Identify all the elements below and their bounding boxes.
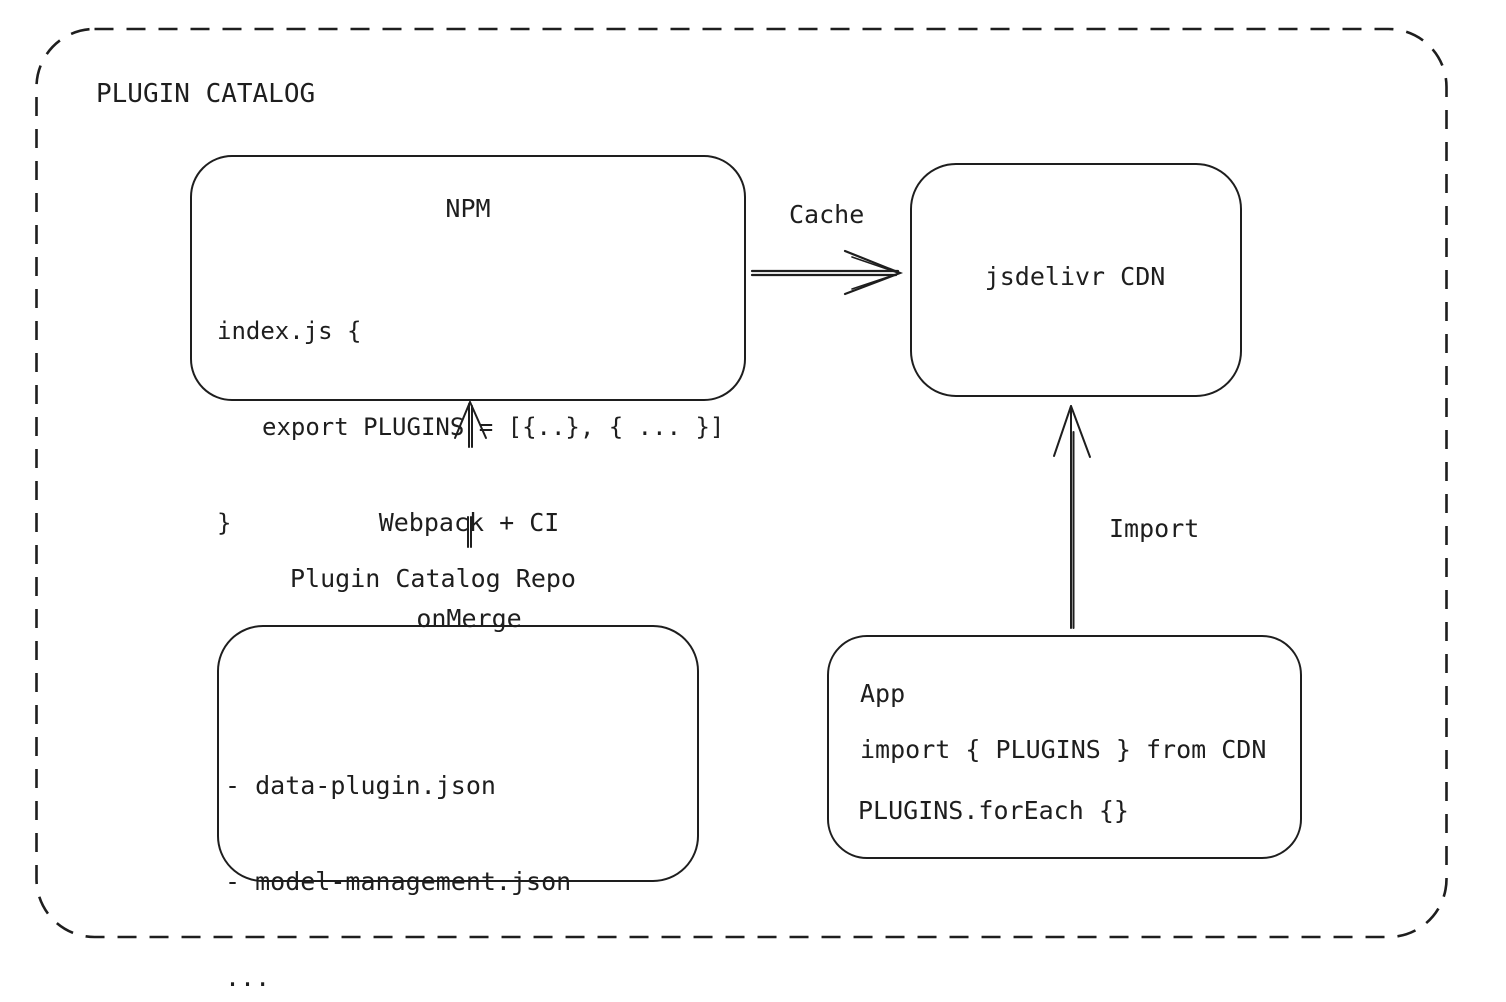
cdn-box: [910, 163, 1242, 397]
app-code-line: import { PLUGINS } from CDN: [860, 735, 1267, 764]
npm-box: [190, 155, 746, 401]
npm-code-line: index.js {: [217, 317, 362, 345]
npm-code-line: export PLUGINS = [{..}, { ... }]: [262, 413, 725, 441]
build-arrow: [454, 401, 487, 548]
app-box: [827, 635, 1302, 859]
npm-box-title: NPM: [445, 194, 491, 223]
npm-code-block: index.js { export PLUGINS = [{..}, { ...…: [217, 251, 724, 603]
repo-file-item: ...: [225, 963, 271, 992]
build-arrow-label: Webpack + CI onMerge: [338, 443, 600, 699]
build-arrow-label-line1: Webpack + CI: [378, 508, 560, 537]
import-arrow-label: Import: [1109, 514, 1200, 543]
repo-box-title: Plugin Catalog Repo: [290, 564, 576, 593]
diagram-title: PLUGIN CATALOG: [96, 79, 316, 109]
cache-arrow: [750, 249, 904, 296]
import-arrow: [1053, 405, 1091, 629]
cache-arrow-label: Cache: [789, 200, 865, 229]
catalog-boundary-border: [35, 27, 1448, 939]
app-code-line: PLUGINS.forEach {}: [858, 796, 1129, 825]
repo-file-list: - data-plugin.json - model-management.js…: [225, 706, 571, 1002]
repo-file-item: - model-management.json: [225, 867, 572, 896]
repo-file-item: - data-plugin.json: [225, 771, 496, 800]
cdn-box-label: jsdelivr CDN: [984, 262, 1166, 291]
npm-code-line: }: [217, 509, 232, 537]
build-arrow-label-line2: onMerge: [416, 604, 522, 633]
repo-box: [217, 625, 699, 882]
app-box-title: App: [860, 679, 906, 708]
